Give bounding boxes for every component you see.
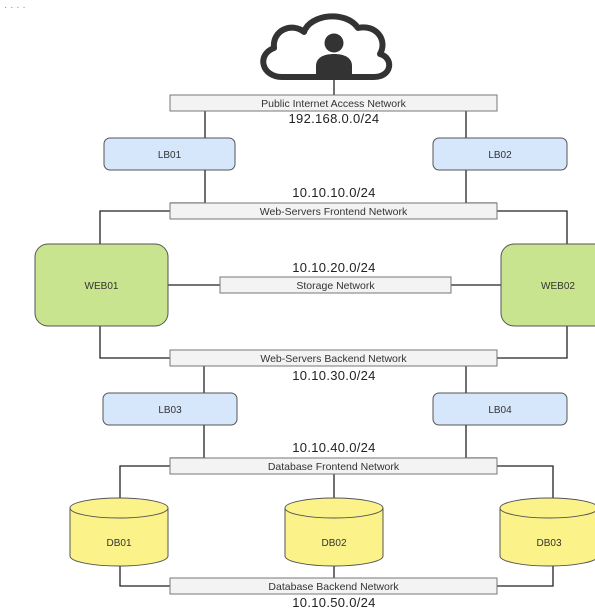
node-db01: DB01	[69, 497, 169, 567]
link-db03-dbback	[497, 566, 554, 587]
link-web02-webback	[497, 326, 568, 359]
network-web-frontend-label: Web-Servers Frontend Network	[260, 206, 408, 218]
network-web-frontend: Web-Servers Frontend Network	[169, 202, 498, 220]
network-storage-cidr: 10.10.20.0/24	[292, 260, 375, 275]
node-db02-label: DB02	[321, 538, 346, 549]
node-db03-label: DB03	[536, 538, 561, 549]
link-lb04-dbfront	[465, 425, 497, 459]
node-lb04-label: LB04	[488, 405, 512, 416]
node-db01-label: DB01	[106, 538, 131, 549]
link-web01-webback	[99, 326, 170, 359]
link-dbfront-db01	[119, 465, 170, 500]
network-web-frontend-cidr: 10.10.10.0/24	[292, 185, 375, 200]
network-storage-label: Storage Network	[296, 280, 375, 292]
node-web02-label: WEB02	[541, 281, 575, 292]
network-db-frontend-cidr: 10.10.40.0/24	[292, 440, 375, 455]
link-dbfront-db03	[497, 465, 554, 500]
cloud-user-icon	[260, 13, 392, 80]
network-public-label: Public Internet Access Network	[261, 98, 406, 110]
node-db02: DB02	[284, 497, 384, 567]
network-web-backend-cidr: 10.10.30.0/24	[292, 368, 375, 383]
node-lb03-label: LB03	[158, 405, 182, 416]
user-head	[324, 33, 344, 53]
node-lb01-label: LB01	[158, 150, 182, 161]
link-db01-dbback	[119, 566, 170, 587]
node-lb02: LB02	[432, 137, 568, 171]
header-fragment: · · · ·	[4, 2, 26, 13]
link-lb02-webfront	[465, 170, 497, 204]
network-db-frontend-label: Database Frontend Network	[268, 461, 400, 473]
node-web01: WEB01	[34, 243, 169, 327]
network-public: Public Internet Access Network	[169, 94, 498, 112]
network-db-backend-label: Database Backend Network	[268, 581, 399, 593]
user-body	[316, 54, 352, 76]
network-db-backend-cidr: 10.10.50.0/24	[292, 595, 375, 610]
node-lb01: LB01	[103, 137, 236, 171]
link-webfront-web01	[99, 210, 170, 244]
link-webfront-web02	[497, 210, 568, 244]
node-lb03: LB03	[102, 392, 238, 426]
network-web-backend-label: Web-Servers Backend Network	[260, 353, 407, 365]
link-lb01-webfront	[170, 170, 206, 204]
node-lb04: LB04	[432, 392, 568, 426]
network-public-cidr: 192.168.0.0/24	[289, 111, 380, 126]
network-web-backend: Web-Servers Backend Network	[169, 349, 498, 367]
node-web02: WEB02	[500, 243, 595, 327]
link-lb03-dbfront	[170, 425, 205, 459]
network-storage: Storage Network	[219, 276, 452, 294]
node-db03: DB03	[499, 497, 595, 567]
network-db-backend: Database Backend Network	[169, 577, 498, 595]
node-web01-label: WEB01	[85, 281, 119, 292]
node-lb02-label: LB02	[488, 150, 512, 161]
network-db-frontend: Database Frontend Network	[169, 457, 498, 475]
